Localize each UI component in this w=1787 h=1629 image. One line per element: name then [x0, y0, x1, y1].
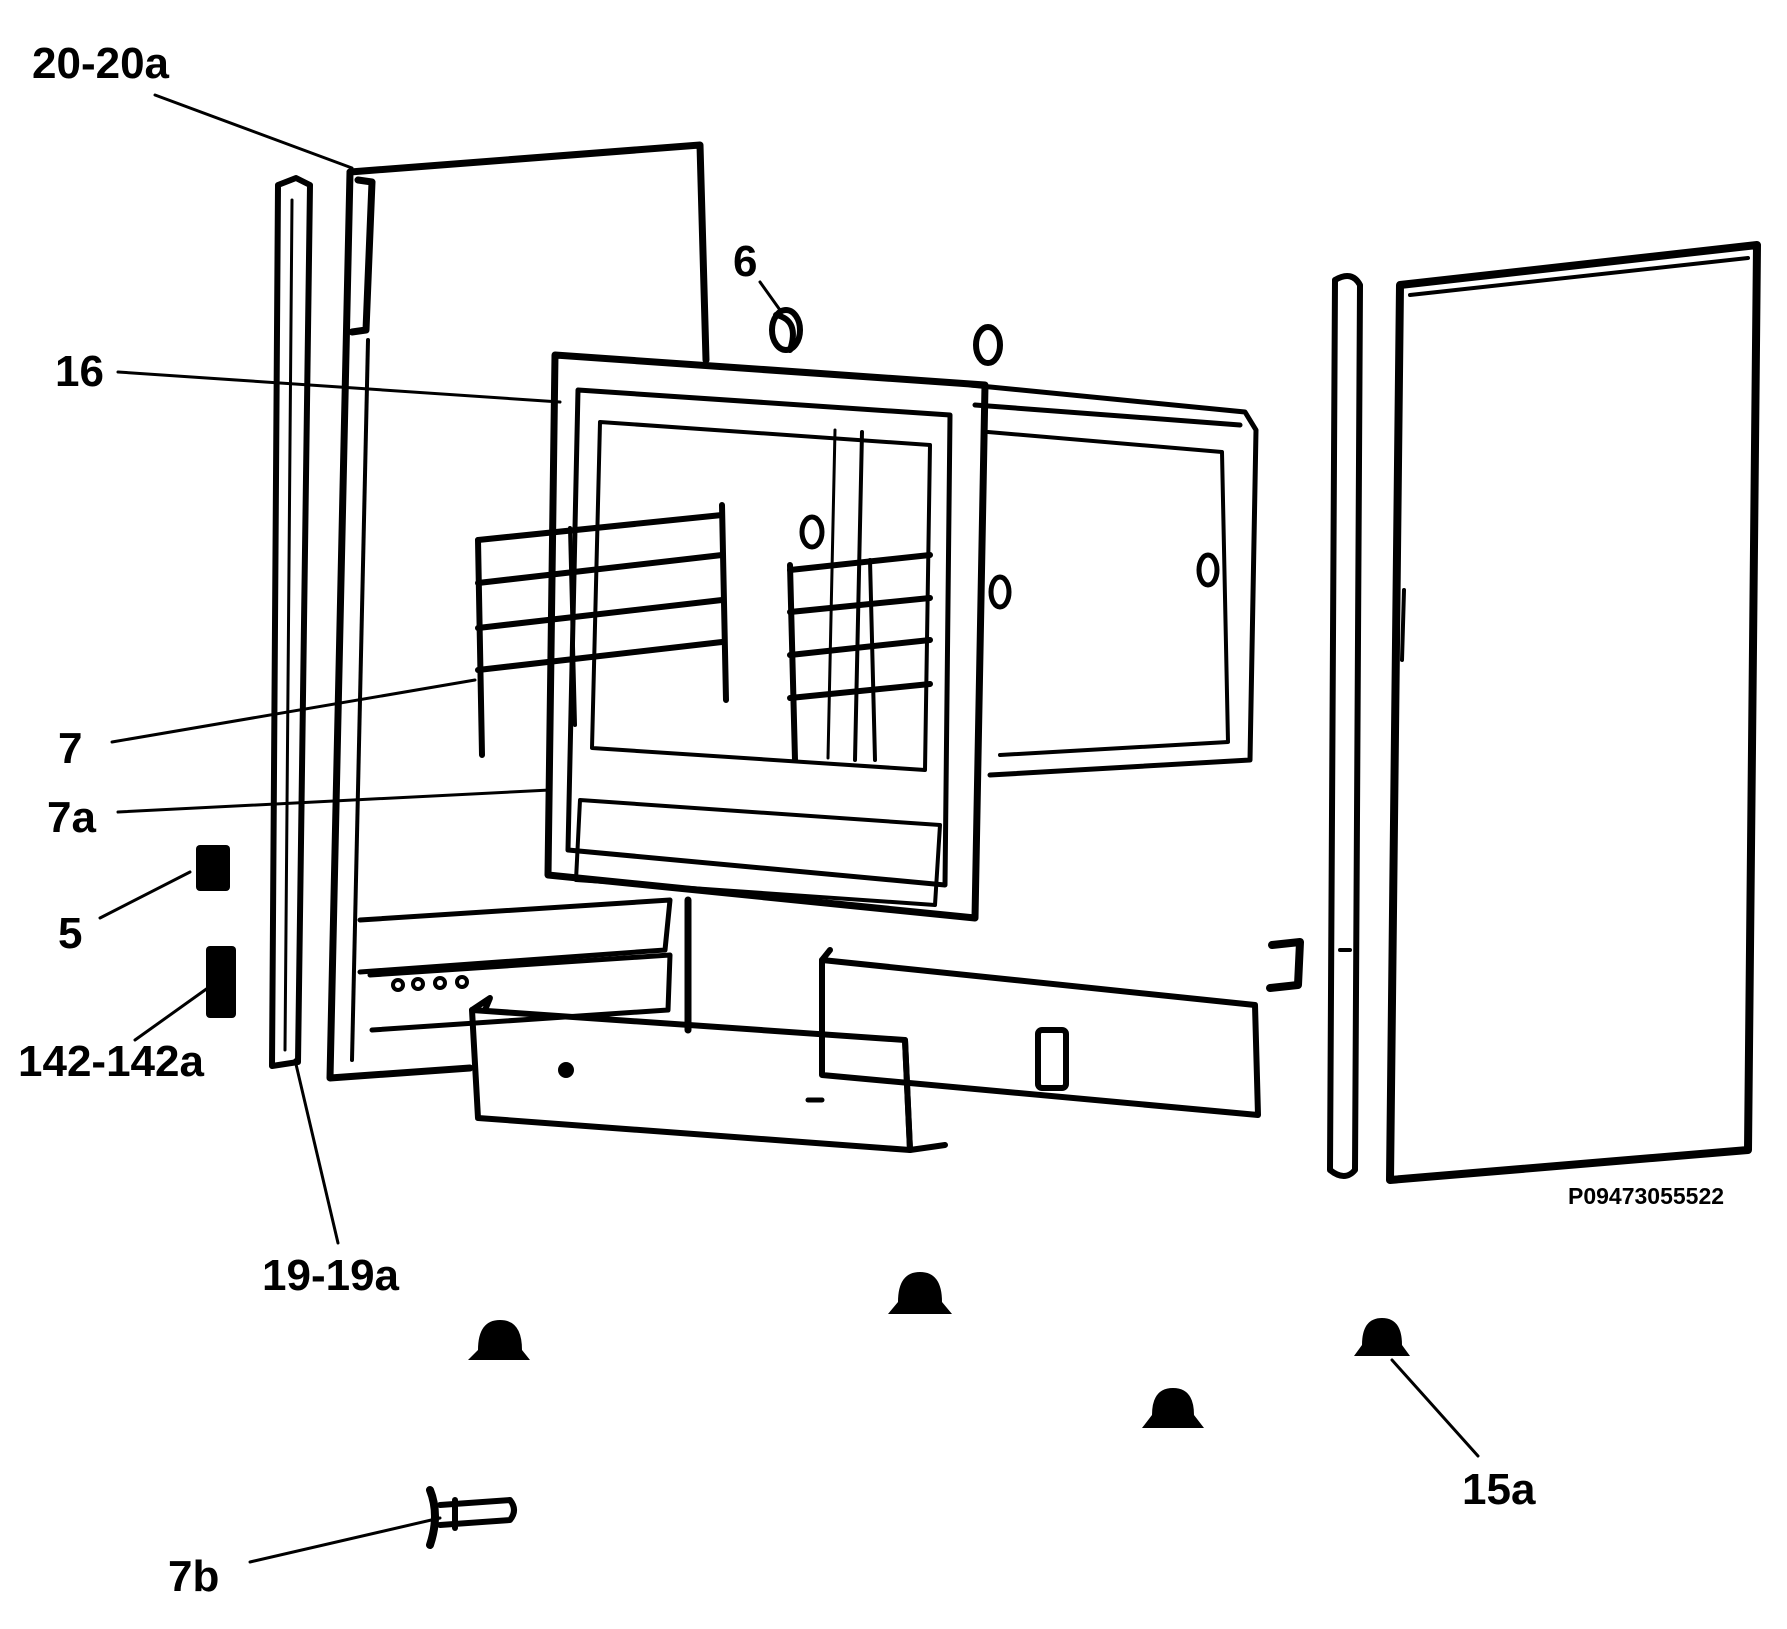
rear-bottom-plate	[819, 947, 1261, 1118]
left-shelf-support	[475, 502, 729, 758]
lamp-part-6	[769, 307, 803, 353]
foot-3	[1354, 1318, 1410, 1356]
front-bottom-plate	[469, 995, 948, 1153]
part-label-5: 5	[58, 909, 83, 958]
left-side-panel	[326, 141, 710, 1082]
foot-4	[1142, 1388, 1204, 1428]
part-label-142-142a: 142-142a	[18, 1037, 204, 1086]
foot-1	[468, 1320, 530, 1360]
part-label-19-19a: 19-19a	[262, 1251, 400, 1300]
right-side-rail	[1327, 273, 1363, 1179]
right-side-panel	[1386, 241, 1761, 1184]
oven-cavity-frame	[544, 324, 1220, 922]
part-label-15a: 15a	[1462, 1465, 1536, 1514]
drawing-code: P09473055522	[1568, 1183, 1725, 1209]
part-label-6: 6	[733, 237, 758, 286]
part-5-block	[196, 845, 230, 891]
right-clip	[1266, 938, 1304, 992]
part-label-7b: 7b	[168, 1552, 220, 1601]
foot-2	[888, 1272, 952, 1314]
part-label-7a: 7a	[47, 793, 96, 842]
lower-slide-rails	[357, 896, 692, 1034]
right-shelf-support	[787, 552, 933, 763]
feet	[468, 1272, 1410, 1428]
pin-part-7b	[426, 1486, 517, 1549]
part-label-7: 7	[58, 724, 83, 773]
part-142-block	[206, 946, 236, 1018]
top-rails	[967, 382, 1259, 778]
part-label-20-20a: 20-20a	[32, 39, 170, 88]
part-label-16: 16	[55, 347, 104, 396]
left-side-rail	[269, 175, 313, 1069]
